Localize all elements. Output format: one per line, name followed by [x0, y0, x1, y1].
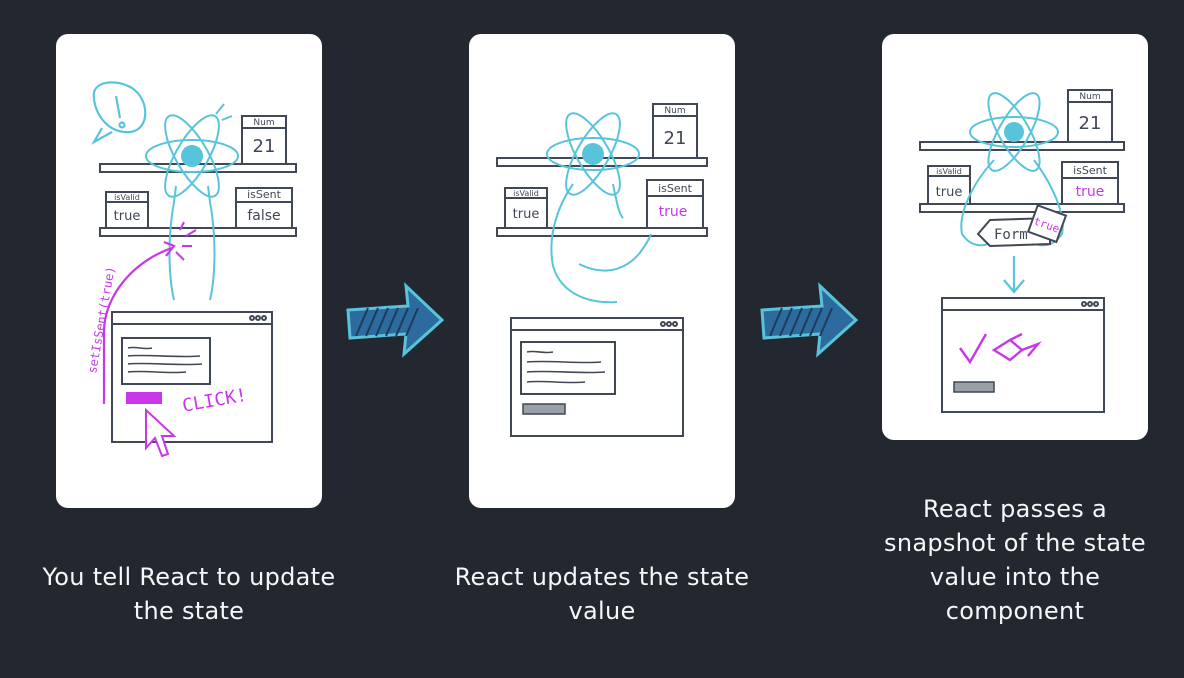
set-state-arrow [102, 246, 173, 404]
spark-icon [175, 221, 197, 261]
right-arrow-icon [760, 282, 859, 358]
submit-button [522, 403, 566, 415]
step-arrow-1 [346, 280, 445, 362]
form-text-lines [127, 346, 203, 374]
illustration-step-2: Num 21 isValid true isSent true [496, 103, 708, 437]
form-text-lines [526, 350, 606, 384]
is-sent-state-box [235, 187, 293, 229]
is-valid-state-box [105, 191, 149, 229]
browser-window [941, 297, 1105, 413]
right-arrow-icon [346, 282, 445, 358]
react-character [960, 92, 1064, 247]
num-label: Num [253, 118, 274, 128]
num-value: 21 [664, 128, 687, 149]
illustration-step-1: Num 21 isValid true isSent false [85, 81, 297, 458]
lower-shelf [99, 227, 297, 237]
caption-step-3: React passes a snapshot of the state val… [884, 495, 1146, 625]
num-state-box [652, 103, 698, 159]
caption-step-2: React updates the state value [454, 563, 750, 625]
form-label: Form [994, 227, 1028, 243]
num-label: Num [1079, 92, 1100, 102]
is-sent-value: false [247, 208, 280, 224]
num-value: 21 [1079, 113, 1102, 134]
is-sent-label: isSent [658, 182, 693, 195]
is-valid-label: isValid [513, 189, 539, 198]
checkmark-sent-icon [959, 332, 1042, 365]
browser-window [111, 311, 273, 443]
is-valid-label: isValid [114, 193, 140, 202]
caption-step-1: You tell React to update the state [42, 563, 336, 625]
is-sent-state-box [1061, 161, 1119, 205]
surprise-marks [215, 103, 233, 121]
is-sent-label: isSent [247, 188, 282, 201]
is-valid-state-box [504, 187, 548, 229]
is-valid-label: isValid [936, 167, 962, 176]
panel-step-3: Num 21 isValid true isSent true Form tru… [882, 34, 1148, 440]
react-atom-core-icon [1004, 122, 1024, 142]
illustration-step-3: Num 21 isValid true isSent true Form tru… [919, 89, 1125, 413]
num-value: 21 [253, 136, 276, 157]
exclamation-bubble-icon [91, 81, 147, 145]
step-arrow-2 [760, 280, 859, 362]
submit-button [126, 392, 162, 404]
panel-step-2: Num 21 isValid true isSent true [469, 34, 735, 508]
down-arrow-icon [1003, 256, 1025, 294]
react-character [546, 112, 652, 304]
is-valid-value: true [936, 185, 963, 200]
panel-step-1: Num 21 isValid true isSent false [56, 34, 322, 508]
is-sent-value: true [659, 204, 688, 220]
lower-shelf [919, 203, 1125, 213]
is-sent-value: true [1076, 184, 1105, 200]
is-valid-value: true [513, 207, 540, 222]
react-atom-core-icon [181, 145, 203, 167]
react-atom-core-icon [582, 143, 604, 165]
is-sent-label: isSent [1073, 164, 1108, 177]
submit-button [953, 381, 995, 393]
is-sent-state-box [646, 179, 704, 229]
true-card: true [1026, 204, 1068, 244]
is-valid-value: true [114, 209, 141, 224]
num-state-box [1067, 89, 1113, 143]
is-valid-state-box [927, 165, 971, 205]
browser-window [510, 317, 684, 437]
num-state-box [241, 115, 287, 165]
mouse-cursor-icon [145, 407, 177, 458]
num-label: Num [664, 106, 685, 116]
lower-shelf [496, 227, 708, 237]
react-character [145, 114, 239, 301]
